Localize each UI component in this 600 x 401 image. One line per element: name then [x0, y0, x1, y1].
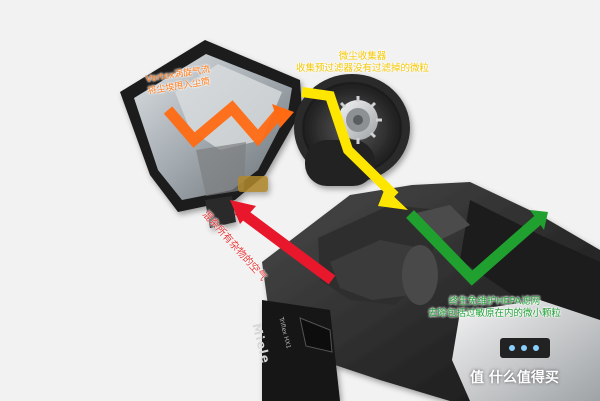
hepa-caption: 终生免维护HEPA滤网 去除包括过敏原在内的微小颗粒 — [428, 296, 561, 320]
hepa-desc: 去除包括过敏原在内的微小颗粒 — [428, 308, 562, 319]
hepa-title: 终生免维护HEPA滤网 — [448, 296, 541, 307]
watermark: 值 什么值得买 — [470, 370, 559, 386]
dust-bin — [120, 40, 302, 228]
dust-collector-caption: 微尘收集器 收集预过滤器没有过滤掉的微粒 — [296, 51, 429, 75]
hepa-airflow-arrow — [406, 210, 548, 286]
dust-collector-title: 微尘收集器 — [338, 51, 387, 62]
dust-collector-desc: 收集预过滤器没有过滤掉的微粒 — [296, 63, 430, 74]
main-body — [262, 182, 600, 401]
cyclone-airflow-arrow — [163, 100, 294, 148]
incoming-air-arrow — [230, 200, 336, 285]
fine-dust-arrow — [301, 87, 408, 210]
